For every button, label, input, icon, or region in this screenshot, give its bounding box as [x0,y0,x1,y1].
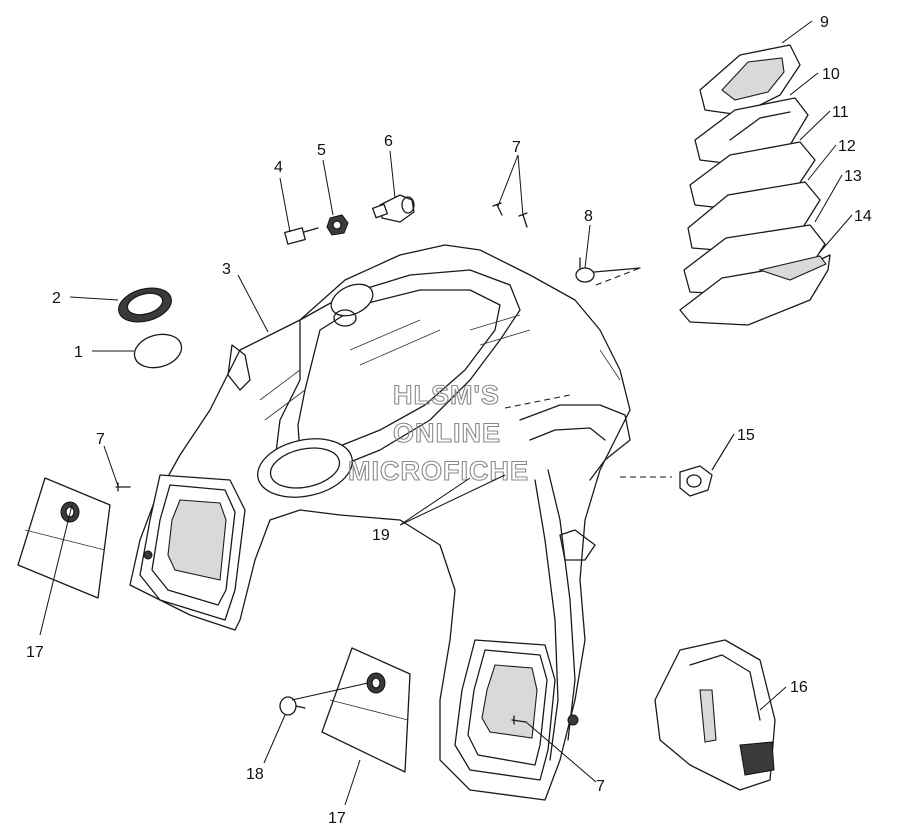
callouts: 1 2 3 4 5 6 7 7 7 8 9 10 11 12 13 14 15 … [26,14,872,827]
part-6-switch [372,194,415,223]
callout-15: 15 [737,427,755,444]
part-15-bracket [679,465,713,497]
callout-17-left: 17 [26,644,44,661]
callout-17-bottom: 17 [328,810,346,827]
part-18-plug [279,696,306,716]
callout-1: 1 [74,344,83,361]
part-5-nut [326,214,349,236]
callout-14: 14 [854,208,872,225]
callout-7-left: 7 [96,431,105,448]
part-1-oring [133,333,183,369]
callout-4: 4 [274,159,283,176]
part-8-socket [575,257,641,283]
callout-5: 5 [317,142,326,159]
callout-8: 8 [584,208,593,225]
watermark-line-3: MICROFICHE [348,456,529,486]
callout-11: 11 [832,104,849,121]
part-7-screw-bottom [511,715,527,725]
leader-lines [39,20,853,806]
part-17-cover-bottom [321,647,411,773]
callout-2: 2 [52,290,61,307]
part-16-housing [654,639,776,791]
callout-3: 3 [222,261,231,278]
watermark-line-2: ONLINE [393,418,501,448]
watermark-line-1: HLSM'S [393,380,500,410]
callout-16: 16 [790,679,808,696]
callout-10: 10 [822,66,840,83]
part-2-gasket [118,287,172,323]
callout-19: 19 [372,527,390,544]
callout-9: 9 [820,14,829,31]
callout-13: 13 [844,168,862,185]
watermark: HLSM'S ONLINE MICROFICHE [347,379,529,486]
hood-console [129,244,631,801]
part-9-bezel [699,44,801,116]
part-14-trim [679,254,831,326]
callout-7-top: 7 [512,139,521,156]
callout-12: 12 [838,138,856,155]
part-7-screw-left [115,482,131,492]
callout-7-bottom: 7 [596,778,605,795]
callout-6: 6 [384,133,393,150]
callout-18: 18 [246,766,264,783]
